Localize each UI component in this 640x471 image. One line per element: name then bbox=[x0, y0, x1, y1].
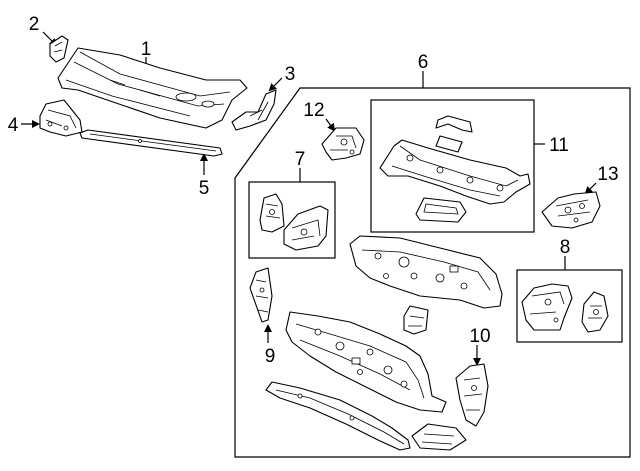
callout-8: 8 bbox=[560, 237, 571, 258]
callout-9: 9 bbox=[265, 346, 276, 367]
small-bracket bbox=[403, 305, 429, 335]
callout-4: 4 bbox=[8, 115, 19, 136]
leader-13 bbox=[584, 182, 597, 195]
reinforcement-part-10 bbox=[455, 363, 489, 427]
assembly-frame-6 bbox=[234, 87, 631, 458]
group-box-7 bbox=[248, 181, 336, 259]
crossmember-part-11 bbox=[379, 115, 531, 223]
callout-13: 13 bbox=[597, 164, 618, 185]
strip-part-5 bbox=[79, 129, 223, 157]
panel-part-4 bbox=[39, 99, 83, 137]
dash-panel-lower bbox=[285, 311, 447, 413]
callout-3: 3 bbox=[285, 64, 296, 85]
floor-bracket bbox=[411, 423, 467, 451]
bracket-group-part-8 bbox=[521, 283, 609, 333]
group-box-11 bbox=[370, 99, 535, 233]
bracket-part-13 bbox=[541, 191, 601, 229]
dash-panel-upper bbox=[349, 235, 503, 309]
lower-rail bbox=[265, 381, 411, 451]
callout-12: 12 bbox=[303, 100, 324, 121]
callout-11: 11 bbox=[549, 135, 569, 156]
group-box-8 bbox=[516, 269, 623, 343]
reinforcement-part-9 bbox=[249, 267, 273, 323]
bracket-part-3 bbox=[231, 89, 277, 131]
leader-3 bbox=[268, 77, 283, 92]
callout-5: 5 bbox=[199, 178, 210, 199]
bracket-part-12 bbox=[321, 127, 365, 161]
callout-10: 10 bbox=[469, 326, 490, 347]
callout-1: 1 bbox=[141, 39, 152, 60]
leader-12 bbox=[325, 118, 336, 132]
bracket-part-2 bbox=[49, 35, 69, 63]
callout-2: 2 bbox=[29, 14, 40, 35]
callout-6: 6 bbox=[418, 52, 429, 73]
bracket-group-part-7 bbox=[259, 193, 329, 251]
cowl-panel-part-1 bbox=[57, 47, 248, 129]
callout-7: 7 bbox=[295, 149, 306, 170]
